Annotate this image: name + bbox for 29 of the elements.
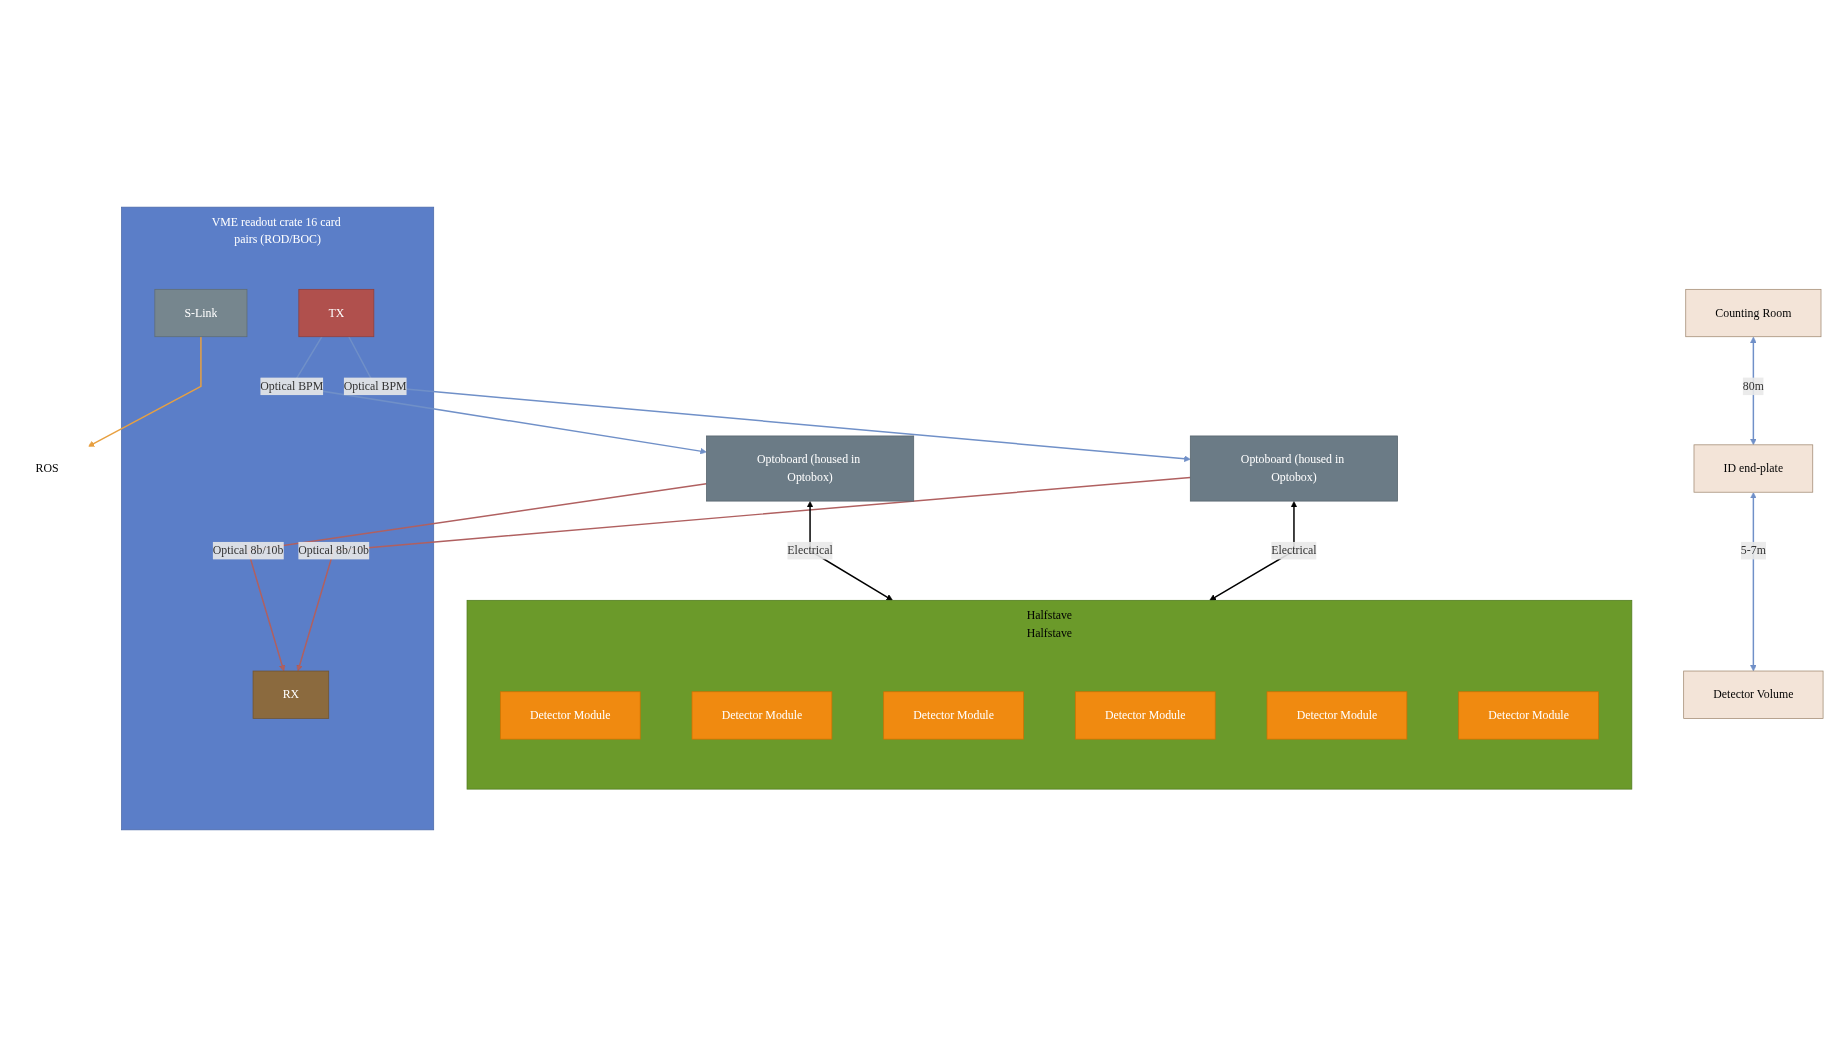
arrow [1750, 336, 1757, 446]
node-text: ROS [35, 461, 59, 475]
node-box: Detector Module [1074, 691, 1216, 740]
node-box: Detector Module [499, 691, 641, 740]
arrow [87, 336, 202, 447]
edge-label: Optical BPM [260, 379, 324, 393]
arrow [296, 476, 1192, 672]
edge-label: Electrical [787, 544, 833, 557]
node-box: Detector Module [691, 691, 833, 740]
edge-label: Optical BPM [343, 379, 407, 393]
edge-label: 80m [1742, 379, 1764, 393]
node-box: Optoboard (housed in Optobox) [706, 435, 915, 502]
arrow [247, 482, 708, 672]
arrow [1750, 492, 1757, 672]
node-box: Counting Room [1685, 288, 1822, 338]
node-box: S-Link [154, 288, 248, 338]
node-box: Optoboard (housed in Optobox) [1189, 435, 1398, 502]
edge-label: Optical 8b/10b [298, 544, 370, 557]
edge-label: Optical 8b/10b [212, 544, 284, 557]
node-box: RX [252, 670, 330, 719]
edge-label: Electrical [1271, 544, 1317, 557]
node-box: ID end-plate [1693, 444, 1814, 493]
node-box: Detector Volume [1683, 670, 1824, 719]
node-box: Detector Module [1266, 691, 1408, 740]
node-box: Detector Module [1458, 691, 1599, 740]
arrow [348, 336, 1191, 462]
node-box: TX [298, 288, 375, 338]
edge-label: 5-7m [1740, 544, 1766, 557]
node-box: Detector Module [883, 691, 1024, 740]
